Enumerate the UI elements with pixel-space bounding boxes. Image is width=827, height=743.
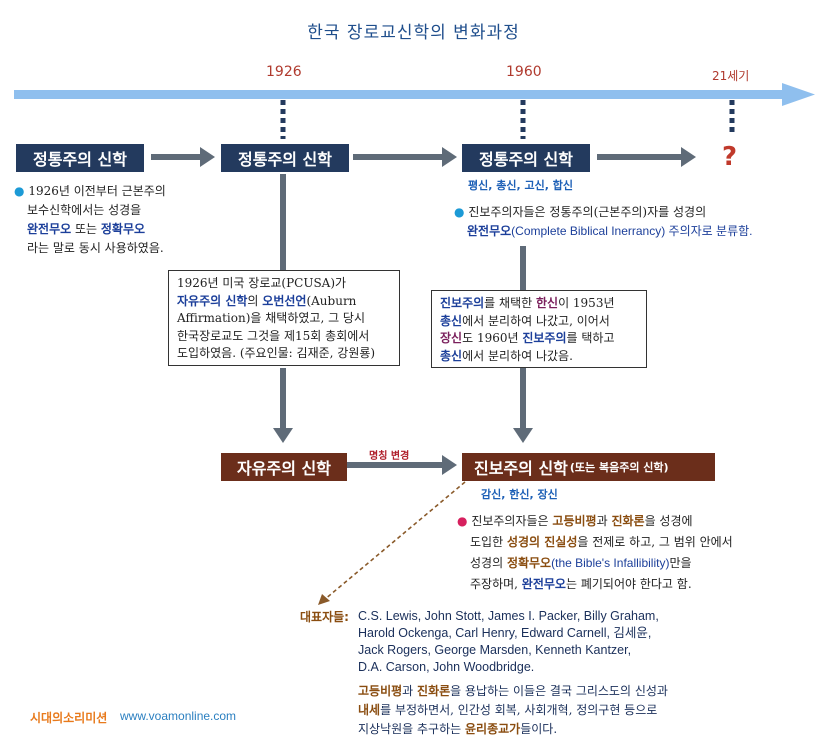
bullet-icon: ● (457, 514, 468, 528)
note-pre-1926: ● 1926년 이전부터 근본주의 보수신학에서는 성경을 완전무오 또는 정확… (14, 184, 166, 255)
bullet-icon: ● (454, 205, 465, 219)
arrow-1960-down (513, 246, 533, 443)
bullet-icon: ● (14, 184, 25, 198)
arrow-orthodox1-to-orthodox2 (151, 147, 215, 167)
conclusion-text: 고등비평과 진화론을 용납하는 이들은 결국 그리스도의 신성과 내세를 부정하… (358, 684, 668, 736)
footer-brand: 시대의소리미션 (30, 711, 108, 725)
note-progressive-classification: ● 진보주의자들은 정통주의(근본주의)자를 성경의 완전무오(Complete… (454, 205, 753, 238)
arrow-liberal-to-progressive (347, 455, 457, 475)
footer-url[interactable]: www.voamonline.com (120, 709, 237, 723)
page-title: 한국 장로교신학의 변화과정 (307, 23, 520, 43)
arrow-orthodox3-to-future (597, 147, 696, 167)
representatives-list: C.S. Lewis, John Stott, James I. Packer,… (358, 609, 659, 674)
seminaries-progressive: 감신, 한신, 장신 (481, 488, 558, 501)
seminaries-orthodox: 평신, 총신, 고신, 합신 (468, 179, 573, 192)
timeline-dotted-markers (280, 100, 735, 139)
progressive-suffix: (또는 복음주의 신학) (569, 461, 669, 474)
progressive-label: 진보주의 신학 (474, 459, 568, 478)
year-1960: 1960 (506, 64, 542, 80)
rename-label: 명칭 변경 (369, 451, 410, 462)
arrow-1926-down (273, 174, 293, 443)
box-1953-separation: 진보주의를 채택한 한신이 1953년 총신에서 분리하여 나갔고, 이어서 장… (431, 290, 647, 368)
year-1926: 1926 (266, 64, 302, 80)
box-progressive-theology: 진보주의 신학 (또는 복음주의 신학) (462, 453, 715, 481)
box-orthodox-theology-2: 정통주의 신학 (221, 144, 349, 172)
flow-arrows (151, 147, 696, 475)
arrow-orthodox2-to-orthodox3 (353, 147, 457, 167)
timeline-arrow (14, 83, 815, 106)
representatives-label: 대표자들: (300, 610, 349, 624)
box-orthodox-theology-1: 정통주의 신학 (16, 144, 144, 172)
box-1926-auburn-affirmation: 1926년 미국 장로교(PCUSA)가 자유주의 신학의 오번선언(Aubur… (168, 270, 400, 366)
note-progressive-view: ● 진보주의자들은 고등비평과 진화론을 성경에 도입한 성경의 진실성을 전제… (457, 514, 733, 591)
question-mark: ? (722, 142, 738, 172)
dashed-arrow-to-representatives (318, 481, 466, 605)
box-orthodox-theology-3: 정통주의 신학 (462, 144, 590, 172)
year-21st-century: 21세기 (712, 69, 750, 83)
box-liberal-theology: 자유주의 신학 (221, 453, 347, 481)
